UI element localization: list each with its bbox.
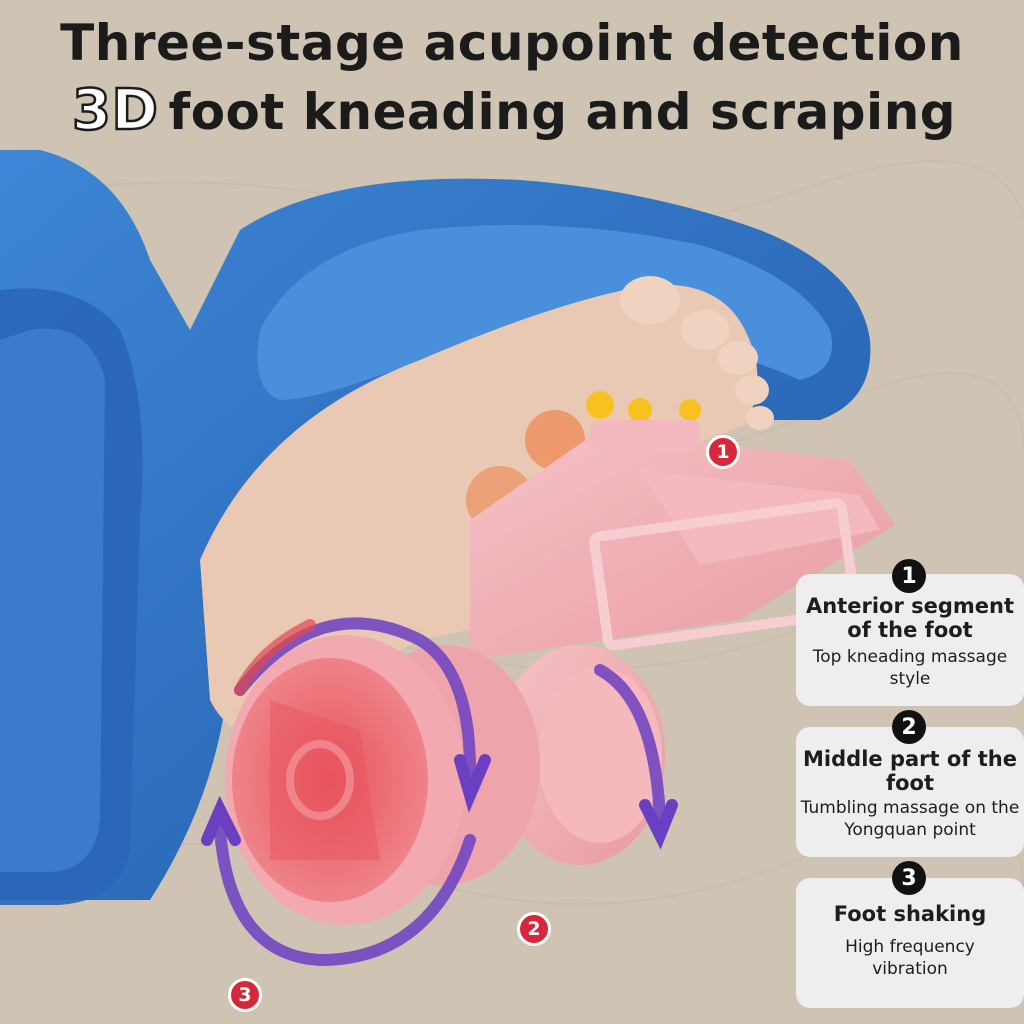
headline-line-1: Three-stage acupoint detection <box>60 14 964 72</box>
illustration-marker-3: 3 <box>228 978 262 1012</box>
feature-description: Tumbling massage on the Yongquan point <box>800 798 1020 840</box>
feature-number-badge: 3 <box>892 861 926 895</box>
feature-title: Foot shaking <box>833 902 987 926</box>
rotation-arrows <box>201 617 678 967</box>
illustration-marker-2: 2 <box>517 912 551 946</box>
feature-title: Anterior segment of the foot <box>805 594 1015 642</box>
feature-description: Top kneading massage style <box>812 647 1008 689</box>
feature-description: High frequency vibration <box>845 937 975 979</box>
feature-card-middle: Middle part of the foot Tumbling massage… <box>796 727 1024 857</box>
headline-line-2-text: foot kneading and scraping <box>168 83 957 141</box>
feature-title: Middle part of the foot <box>803 747 1017 795</box>
illustration-marker-1: 1 <box>706 435 740 469</box>
rollers <box>225 635 665 925</box>
feature-number-badge: 1 <box>892 559 926 593</box>
headline-3d-label: 3D <box>71 77 159 145</box>
feature-card-anterior: Anterior segment of the foot Top kneadin… <box>796 574 1024 706</box>
feature-number-badge: 2 <box>892 710 926 744</box>
feature-card-shaking: Foot shaking High frequency vibration <box>796 878 1024 1008</box>
top-kneading-block <box>470 420 895 660</box>
